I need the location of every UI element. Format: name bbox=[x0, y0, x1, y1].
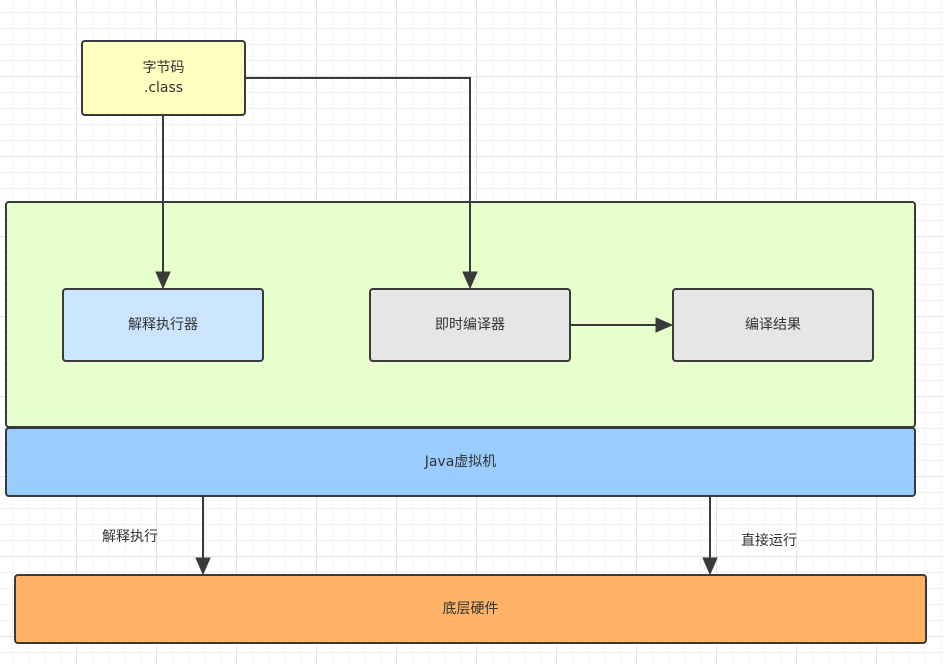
hardware-label: 底层硬件 bbox=[442, 601, 499, 617]
bytecode-label: 字节码 bbox=[142, 60, 185, 76]
arrowhead-interpret bbox=[195, 557, 211, 576]
jit-compiler-label: 即时编译器 bbox=[435, 317, 505, 333]
arrowhead-direct bbox=[702, 557, 718, 576]
bytecode-extension: .class bbox=[143, 80, 184, 96]
jvm-node[interactable]: Java虚拟机 bbox=[5, 427, 916, 497]
interpreter-node[interactable]: 解释执行器 bbox=[62, 288, 264, 362]
hardware-node[interactable]: 底层硬件 bbox=[14, 574, 927, 644]
interpreter-label: 解释执行器 bbox=[128, 317, 198, 333]
bytecode-node[interactable]: 字节码 .class bbox=[81, 40, 246, 116]
compile-result-label: 编译结果 bbox=[745, 317, 801, 333]
jit-compiler-node[interactable]: 即时编译器 bbox=[369, 288, 571, 362]
direct-run-edge-label: 直接运行 bbox=[741, 533, 797, 549]
jvm-label: Java虚拟机 bbox=[424, 454, 497, 470]
compile-result-node[interactable]: 编译结果 bbox=[672, 288, 874, 362]
interpret-edge-label: 解释执行 bbox=[102, 529, 158, 545]
